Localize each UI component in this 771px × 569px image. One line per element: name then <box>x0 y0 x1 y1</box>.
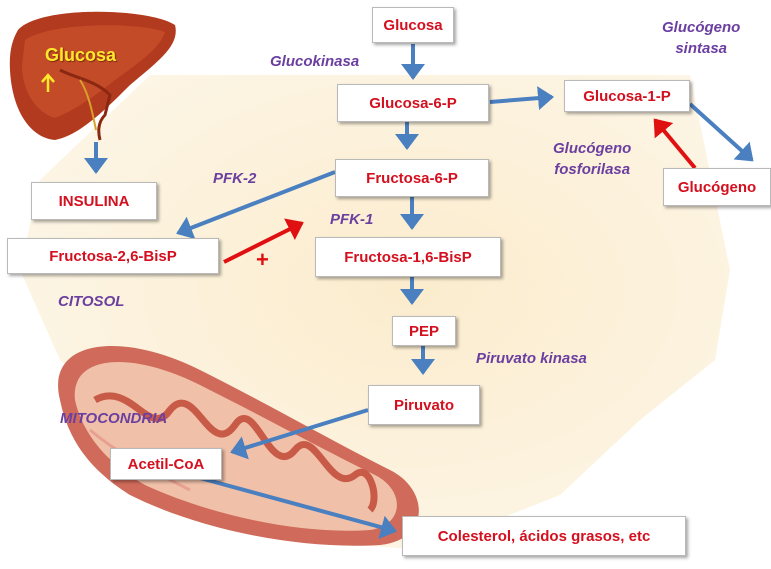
node-glucosa-1-p: Glucosa-1-P <box>564 80 690 112</box>
arrow-g6p-to-g1p <box>490 97 552 102</box>
arrow-piruvato-to-acetilcoa <box>232 410 368 452</box>
activation-plus-sign: + <box>256 247 269 273</box>
enzyme-glucokinasa: Glucokinasa <box>270 53 359 70</box>
enzyme-pfk1: PFK-1 <box>330 211 373 228</box>
enzyme-glucogeno-sintasa-line1: Glucógeno <box>662 17 740 38</box>
node-glucosa: Glucosa <box>372 7 454 43</box>
arrow-acetilcoa-to-colesterol <box>200 478 395 531</box>
liver-glucosa-label: Glucosa <box>45 45 116 66</box>
node-fructosa-6-p: Fructosa-6-P <box>335 159 489 197</box>
enzyme-glucogeno-fosforilasa-line2: fosforilasa <box>553 159 631 180</box>
enzyme-glucogeno-fosforilasa-line1: Glucógeno <box>553 138 631 159</box>
enzyme-piruvato-kinasa: Piruvato kinasa <box>476 350 587 367</box>
compartment-citosol: CITOSOL <box>58 293 124 310</box>
enzyme-glucogeno-sintasa: Glucógeno sintasa <box>662 17 740 59</box>
compartment-mitocondria: MITOCONDRIA <box>60 410 167 427</box>
node-insulina: INSULINA <box>31 182 157 220</box>
node-acetil-coa: Acetil-CoA <box>110 448 222 480</box>
node-glucogeno: Glucógeno <box>663 168 771 206</box>
node-fructosa-2-6-bisp: Fructosa-2,6-BisP <box>7 238 219 274</box>
node-pep: PEP <box>392 316 456 346</box>
node-glucosa-6-p: Glucosa-6-P <box>337 84 489 122</box>
enzyme-pfk2: PFK-2 <box>213 170 256 187</box>
enzyme-glucogeno-sintasa-line2: sintasa <box>662 38 740 59</box>
arrow-glucogeno-to-g1p <box>655 120 695 168</box>
arrow-g1p-to-glucogeno <box>690 104 752 160</box>
node-colesterol: Colesterol, ácidos grasos, etc <box>402 516 686 556</box>
node-piruvato: Piruvato <box>368 385 480 425</box>
arrow-f6p-to-f26bisp <box>178 172 335 233</box>
node-fructosa-1-6-bisp: Fructosa-1,6-BisP <box>315 237 501 277</box>
enzyme-glucogeno-fosforilasa: Glucógeno fosforilasa <box>553 138 631 180</box>
